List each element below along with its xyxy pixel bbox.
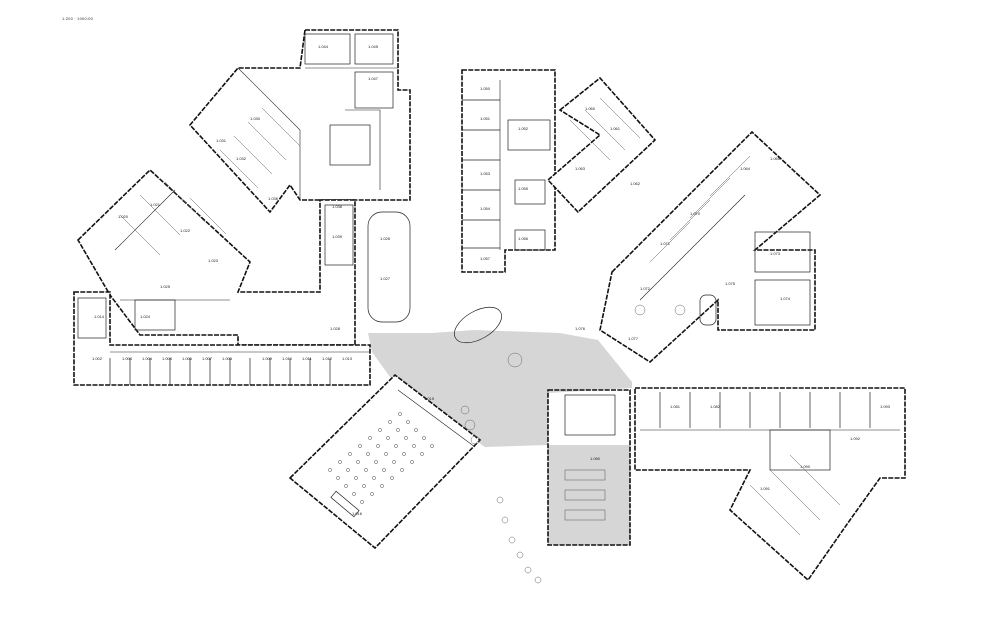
room-label: 1.072 bbox=[640, 286, 651, 291]
wing-east bbox=[599, 130, 822, 364]
room-label: 1.056 bbox=[518, 236, 529, 241]
room-label: 1.002 bbox=[92, 356, 103, 361]
room-label: 1.032 bbox=[236, 156, 247, 161]
room-label: 1.028 bbox=[330, 326, 341, 331]
room-label: 1.092 bbox=[850, 436, 861, 441]
room-label: 1.024 bbox=[140, 314, 151, 319]
room-label: 1.021 bbox=[150, 202, 161, 207]
room-label: 1.057 bbox=[480, 256, 491, 261]
central-atrium bbox=[368, 330, 632, 545]
room-label: 1.038 bbox=[332, 204, 343, 209]
room-label: 1.052 bbox=[518, 126, 529, 131]
room-label: 1.022 bbox=[180, 228, 191, 233]
room-label: 1.070 bbox=[690, 211, 701, 216]
room-label: 1.064 bbox=[740, 166, 751, 171]
room-label: 1.027 bbox=[380, 276, 391, 281]
wing-southwest-corridor bbox=[73, 291, 371, 386]
room-label: 1.074 bbox=[780, 296, 791, 301]
landscape bbox=[454, 304, 686, 584]
room-label: 1.090 bbox=[800, 464, 811, 469]
room-label: 1.051 bbox=[480, 116, 491, 121]
room-label: 1.050 bbox=[480, 86, 491, 91]
room-label: 1.025 bbox=[160, 284, 171, 289]
room-label: 1.076 bbox=[575, 326, 586, 331]
auditorium bbox=[288, 373, 482, 550]
room-label: 1.010 bbox=[282, 356, 293, 361]
auditorium-seating bbox=[328, 412, 434, 504]
room-label: 1.008 bbox=[222, 356, 233, 361]
wing-north-center bbox=[461, 69, 556, 273]
room-label: 1.012 bbox=[322, 356, 333, 361]
room-label: 1.054 bbox=[480, 206, 491, 211]
wing-southeast bbox=[634, 387, 906, 582]
room-label: 1.005 bbox=[162, 356, 173, 361]
room-label: 1.004 bbox=[142, 356, 153, 361]
room-label: 1.091 bbox=[760, 486, 771, 491]
room-label: 1.093 bbox=[880, 404, 891, 409]
room-label: 1.044 bbox=[318, 44, 329, 49]
room-label: 1.003 bbox=[122, 356, 133, 361]
room-label: 1.009 bbox=[262, 356, 273, 361]
room-label: 1.045 bbox=[368, 44, 379, 49]
wing-central-hall bbox=[547, 389, 631, 546]
room-label: 1.081 bbox=[670, 404, 681, 409]
wing-west bbox=[76, 168, 411, 346]
room-label: 1.053 bbox=[480, 171, 491, 176]
room-label: 1.055 bbox=[518, 186, 529, 191]
room-label: 1.020 bbox=[118, 214, 129, 219]
room-label: 1.073 bbox=[770, 251, 781, 256]
room-label: 1.075 bbox=[725, 281, 736, 286]
room-label: 1.026 bbox=[380, 236, 391, 241]
drawing-header-note: 1:200 · 1000:00 bbox=[62, 16, 94, 21]
room-label-layer: 1.044 1.045 1.047 1.030 1.031 1.032 1.036 1.038… bbox=[92, 44, 891, 516]
room-label: 1.023 bbox=[208, 258, 219, 263]
room-label: 1.082 bbox=[710, 404, 721, 409]
room-label: 1.015 bbox=[424, 396, 435, 401]
room-label: 1.077 bbox=[628, 336, 639, 341]
room-label: 1.007 bbox=[202, 356, 213, 361]
room-label: 1.065 bbox=[770, 156, 781, 161]
room-label: 1.016 bbox=[352, 511, 363, 516]
room-label: 1.047 bbox=[368, 76, 379, 81]
room-label: 1.013 bbox=[342, 356, 353, 361]
room-label: 1.006 bbox=[182, 356, 193, 361]
room-label: 1.060 bbox=[585, 106, 596, 111]
room-label: 1.062 bbox=[630, 181, 641, 186]
room-label: 1.031 bbox=[216, 138, 227, 143]
room-label: 1.071 bbox=[660, 241, 671, 246]
wing-northwest bbox=[188, 29, 411, 214]
room-label: 1.080 bbox=[590, 456, 601, 461]
room-label: 1.039 bbox=[332, 234, 343, 239]
room-label: 1.036 bbox=[268, 196, 279, 201]
room-label: 1.011 bbox=[302, 356, 312, 361]
wing-northeast-angled bbox=[546, 76, 657, 214]
room-label: 1.063 bbox=[575, 166, 586, 171]
room-label: 1.030 bbox=[250, 116, 261, 121]
room-label: 1.061 bbox=[610, 126, 621, 131]
room-label: 1.014 bbox=[94, 314, 105, 319]
